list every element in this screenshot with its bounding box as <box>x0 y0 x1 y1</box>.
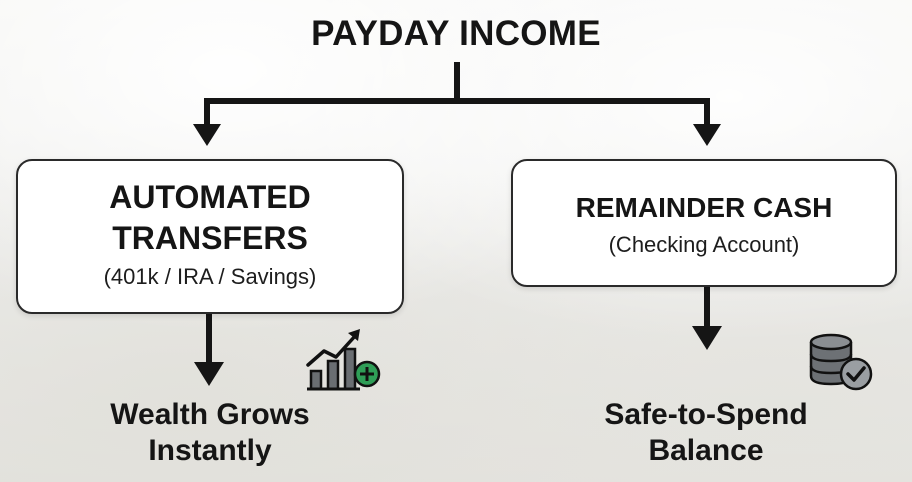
wealth-grows-line-1: Wealth Grows <box>110 398 310 431</box>
wealth-grows-line-2: Instantly <box>148 434 272 467</box>
automated-transfers-box: AUTOMATED TRANSFERS (401k / IRA / Saving… <box>16 159 404 314</box>
automated-transfers-subtitle: (401k / IRA / Savings) <box>103 264 317 289</box>
heading-line-2: TRANSFERS <box>112 220 308 256</box>
heading-line-1: AUTOMATED <box>109 179 311 215</box>
left-outcome-arrowhead <box>194 362 224 386</box>
automated-transfers-heading: AUTOMATED TRANSFERS <box>18 177 402 259</box>
remainder-cash-heading: REMAINDER CASH <box>575 192 833 223</box>
safe-to-spend-line-2: Balance <box>648 434 764 467</box>
remainder-cash-subtitle: (Checking Account) <box>608 232 800 257</box>
left-drop-arrowhead <box>193 124 221 146</box>
diagram-title: PAYDAY INCOME <box>311 14 601 53</box>
remainder-cash-box: REMAINDER CASH (Checking Account) <box>511 159 897 287</box>
right-outcome-arrowhead <box>692 326 722 350</box>
database-check-icon <box>809 333 873 391</box>
safe-to-spend-outcome: Safe-to-Spend Balance <box>566 397 846 469</box>
wealth-grows-outcome: Wealth Grows Instantly <box>70 397 350 469</box>
safe-to-spend-line-1: Safe-to-Spend <box>604 398 808 431</box>
growth-chart-plus-icon <box>306 329 381 391</box>
right-drop-arrowhead <box>693 124 721 146</box>
